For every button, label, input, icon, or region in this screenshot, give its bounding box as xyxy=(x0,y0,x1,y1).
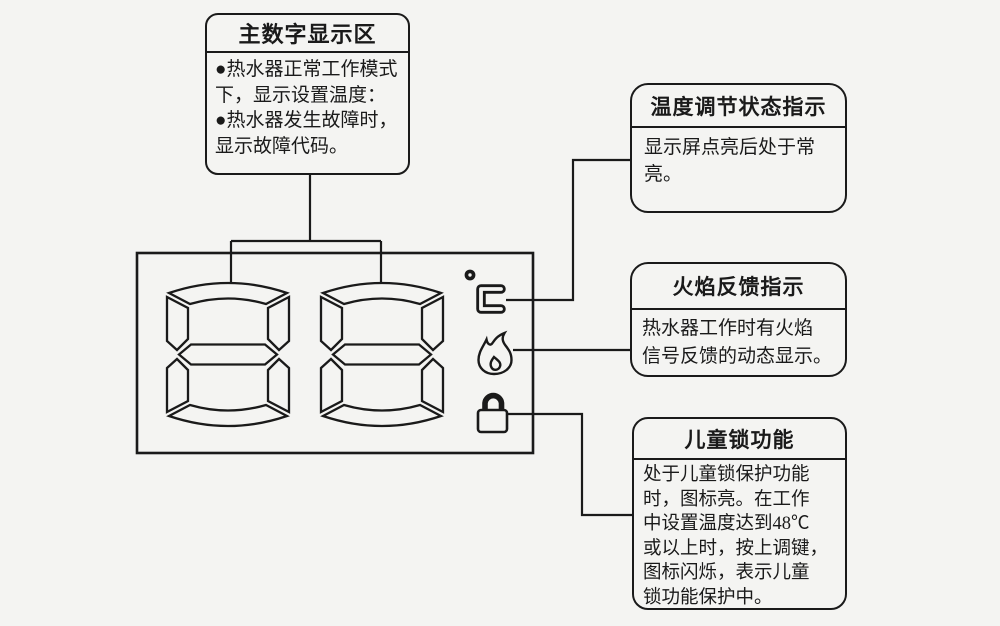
callout-line: 显示故障代码。 xyxy=(215,135,349,157)
temp-status-body: 显示屏点亮后处于常 亮。 xyxy=(632,128,845,188)
main-display-callout: 主数字显示区 ●热水器正常工作模式 下，显示设置温度： ●热水器发生故障时， 显… xyxy=(205,13,410,175)
callout-line: 下，显示设置温度： xyxy=(215,84,387,106)
flame-feedback-title: 火焰反馈指示 xyxy=(632,264,845,310)
flame-icon xyxy=(477,330,513,376)
seven-segment-digit-right xyxy=(319,281,445,428)
callout-line: 亮。 xyxy=(644,164,683,185)
callout-line: 中设置温度达到48℃ xyxy=(643,514,810,535)
callout-line: ●热水器正常工作模式 xyxy=(215,59,398,80)
flame-feedback-body: 热水器工作时有火焰 信号反馈的动态显示。 xyxy=(632,310,845,370)
seven-segment-digit-left xyxy=(165,281,291,428)
temp-status-callout: 温度调节状态指示 显示屏点亮后处于常 亮。 xyxy=(630,83,847,213)
connector-lines xyxy=(229,158,634,517)
lock-icon xyxy=(476,392,509,434)
callout-line: 或以上时，按上调键， xyxy=(643,538,829,559)
connector-main-display xyxy=(229,175,383,284)
callout-line: 锁功能保护中。 xyxy=(643,587,773,608)
flame-feedback-callout: 火焰反馈指示 热水器工作时有火焰 信号反馈的动态显示。 xyxy=(630,262,847,377)
callout-line: 图标闪烁，表示儿童 xyxy=(643,563,810,584)
display-panel xyxy=(135,251,535,455)
connector-child-lock xyxy=(507,412,634,517)
callout-line: 热水器工作时有火焰 xyxy=(642,318,814,339)
child-lock-callout: 儿童锁功能 处于儿童锁保护功能 时，图标亮。在工作 中设置温度达到48℃ 或以上… xyxy=(632,417,847,610)
main-display-title: 主数字显示区 xyxy=(207,15,408,53)
celsius-icon xyxy=(464,269,506,314)
temp-status-title: 温度调节状态指示 xyxy=(632,85,845,128)
callout-line: 信号反馈的动态显示。 xyxy=(642,345,833,367)
child-lock-body: 处于儿童锁保护功能 时，图标亮。在工作 中设置温度达到48℃ 或以上时，按上调键… xyxy=(634,460,845,611)
callout-line: ●热水器发生故障时， xyxy=(215,110,398,131)
callout-line: 处于儿童锁保护功能 xyxy=(643,465,810,485)
child-lock-title: 儿童锁功能 xyxy=(634,419,845,460)
connector-temp-status xyxy=(506,158,631,302)
callout-line: 时，图标亮。在工作 xyxy=(643,489,810,510)
main-display-body: ●热水器正常工作模式 下，显示设置温度： ●热水器发生故障时， 显示故障代码。 xyxy=(207,53,408,159)
callout-line: 显示屏点亮后处于常 xyxy=(644,137,816,158)
